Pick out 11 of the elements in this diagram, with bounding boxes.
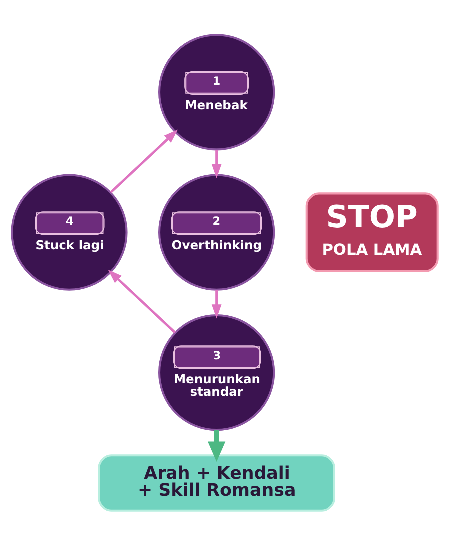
arrow xyxy=(110,129,178,193)
arrow xyxy=(208,430,226,462)
arrow xyxy=(212,150,222,178)
arrow xyxy=(212,290,222,318)
node-circle: 1 Menebak xyxy=(158,34,276,150)
node-circle: 3 Menurunkan standar xyxy=(158,314,276,431)
node-box: Arah + Kendali + Skill Romansa xyxy=(98,454,336,512)
node-box: STOP POLA LAMA xyxy=(306,192,439,272)
arrow xyxy=(108,269,176,334)
node-circle: 2 Overthinking xyxy=(158,174,276,290)
node-circle: 4 Stuck lagi xyxy=(11,174,128,290)
